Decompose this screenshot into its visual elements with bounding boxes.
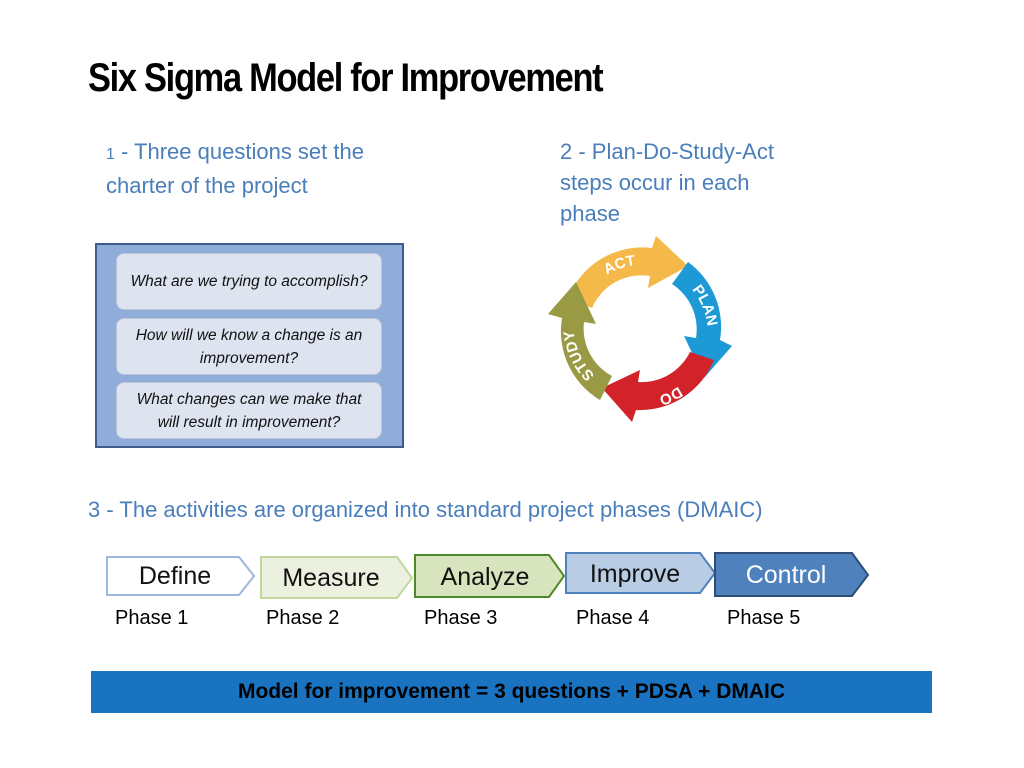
phase-chevron-define — [106, 556, 256, 596]
phase-number-4: Phase 4 — [576, 607, 650, 629]
questions-panel: What are we trying to accomplish? How wi… — [95, 243, 404, 448]
cycle-segment-plan — [672, 262, 732, 378]
phase-chevron-measure — [260, 556, 414, 599]
dmaic-chevrons — [106, 552, 870, 599]
phase-chevron-analyze — [414, 554, 566, 598]
section-1-text: - Three questions set the charter of the… — [106, 139, 364, 198]
phase-label-analyze: Analyze — [440, 563, 530, 591]
section-1-caption: 1 - Three questions set the charter of t… — [106, 136, 376, 201]
phase-number-5: Phase 5 — [727, 607, 801, 629]
cycle-segment-study — [548, 282, 612, 400]
phase-label-define: Define — [138, 562, 212, 590]
phase-number-1: Phase 1 — [115, 607, 189, 629]
dmaic-phases: Define Measure Analyze Improve Control P… — [100, 548, 880, 658]
do-arrow-shape — [602, 352, 714, 422]
pdsa-cycle: ACT PLAN DO STUDY — [548, 236, 732, 422]
page-title: Six Sigma Model for Improvement — [88, 56, 604, 100]
phase-number-2: Phase 2 — [266, 607, 340, 629]
summary-banner: Model for improvement = 3 questions + PD… — [91, 671, 932, 713]
question-box-2: How will we know a change is an improvem… — [116, 318, 382, 375]
phase-label-measure: Measure — [282, 564, 380, 592]
study-arrow-shape — [548, 282, 612, 400]
act-arrow-shape — [568, 236, 688, 308]
phase-number-3: Phase 3 — [424, 607, 498, 629]
section-3-caption: 3 - The activities are organized into st… — [88, 497, 763, 522]
question-box-3: What changes can we make that will resul… — [116, 382, 382, 439]
cycle-segment-act — [568, 236, 688, 308]
section-1-number: 1 — [106, 146, 115, 163]
phase-chevron-control — [714, 552, 870, 597]
cycle-segment-do — [602, 352, 714, 422]
phase-label-improve: Improve — [589, 560, 681, 588]
phase-chevron-improve — [565, 552, 717, 594]
phase-label-control: Control — [745, 561, 827, 589]
plan-arrow-shape — [672, 262, 732, 378]
section-2-caption: 2 - Plan-Do-Study-Act steps occur in eac… — [560, 139, 774, 226]
question-box-1: What are we trying to accomplish? — [116, 253, 382, 310]
